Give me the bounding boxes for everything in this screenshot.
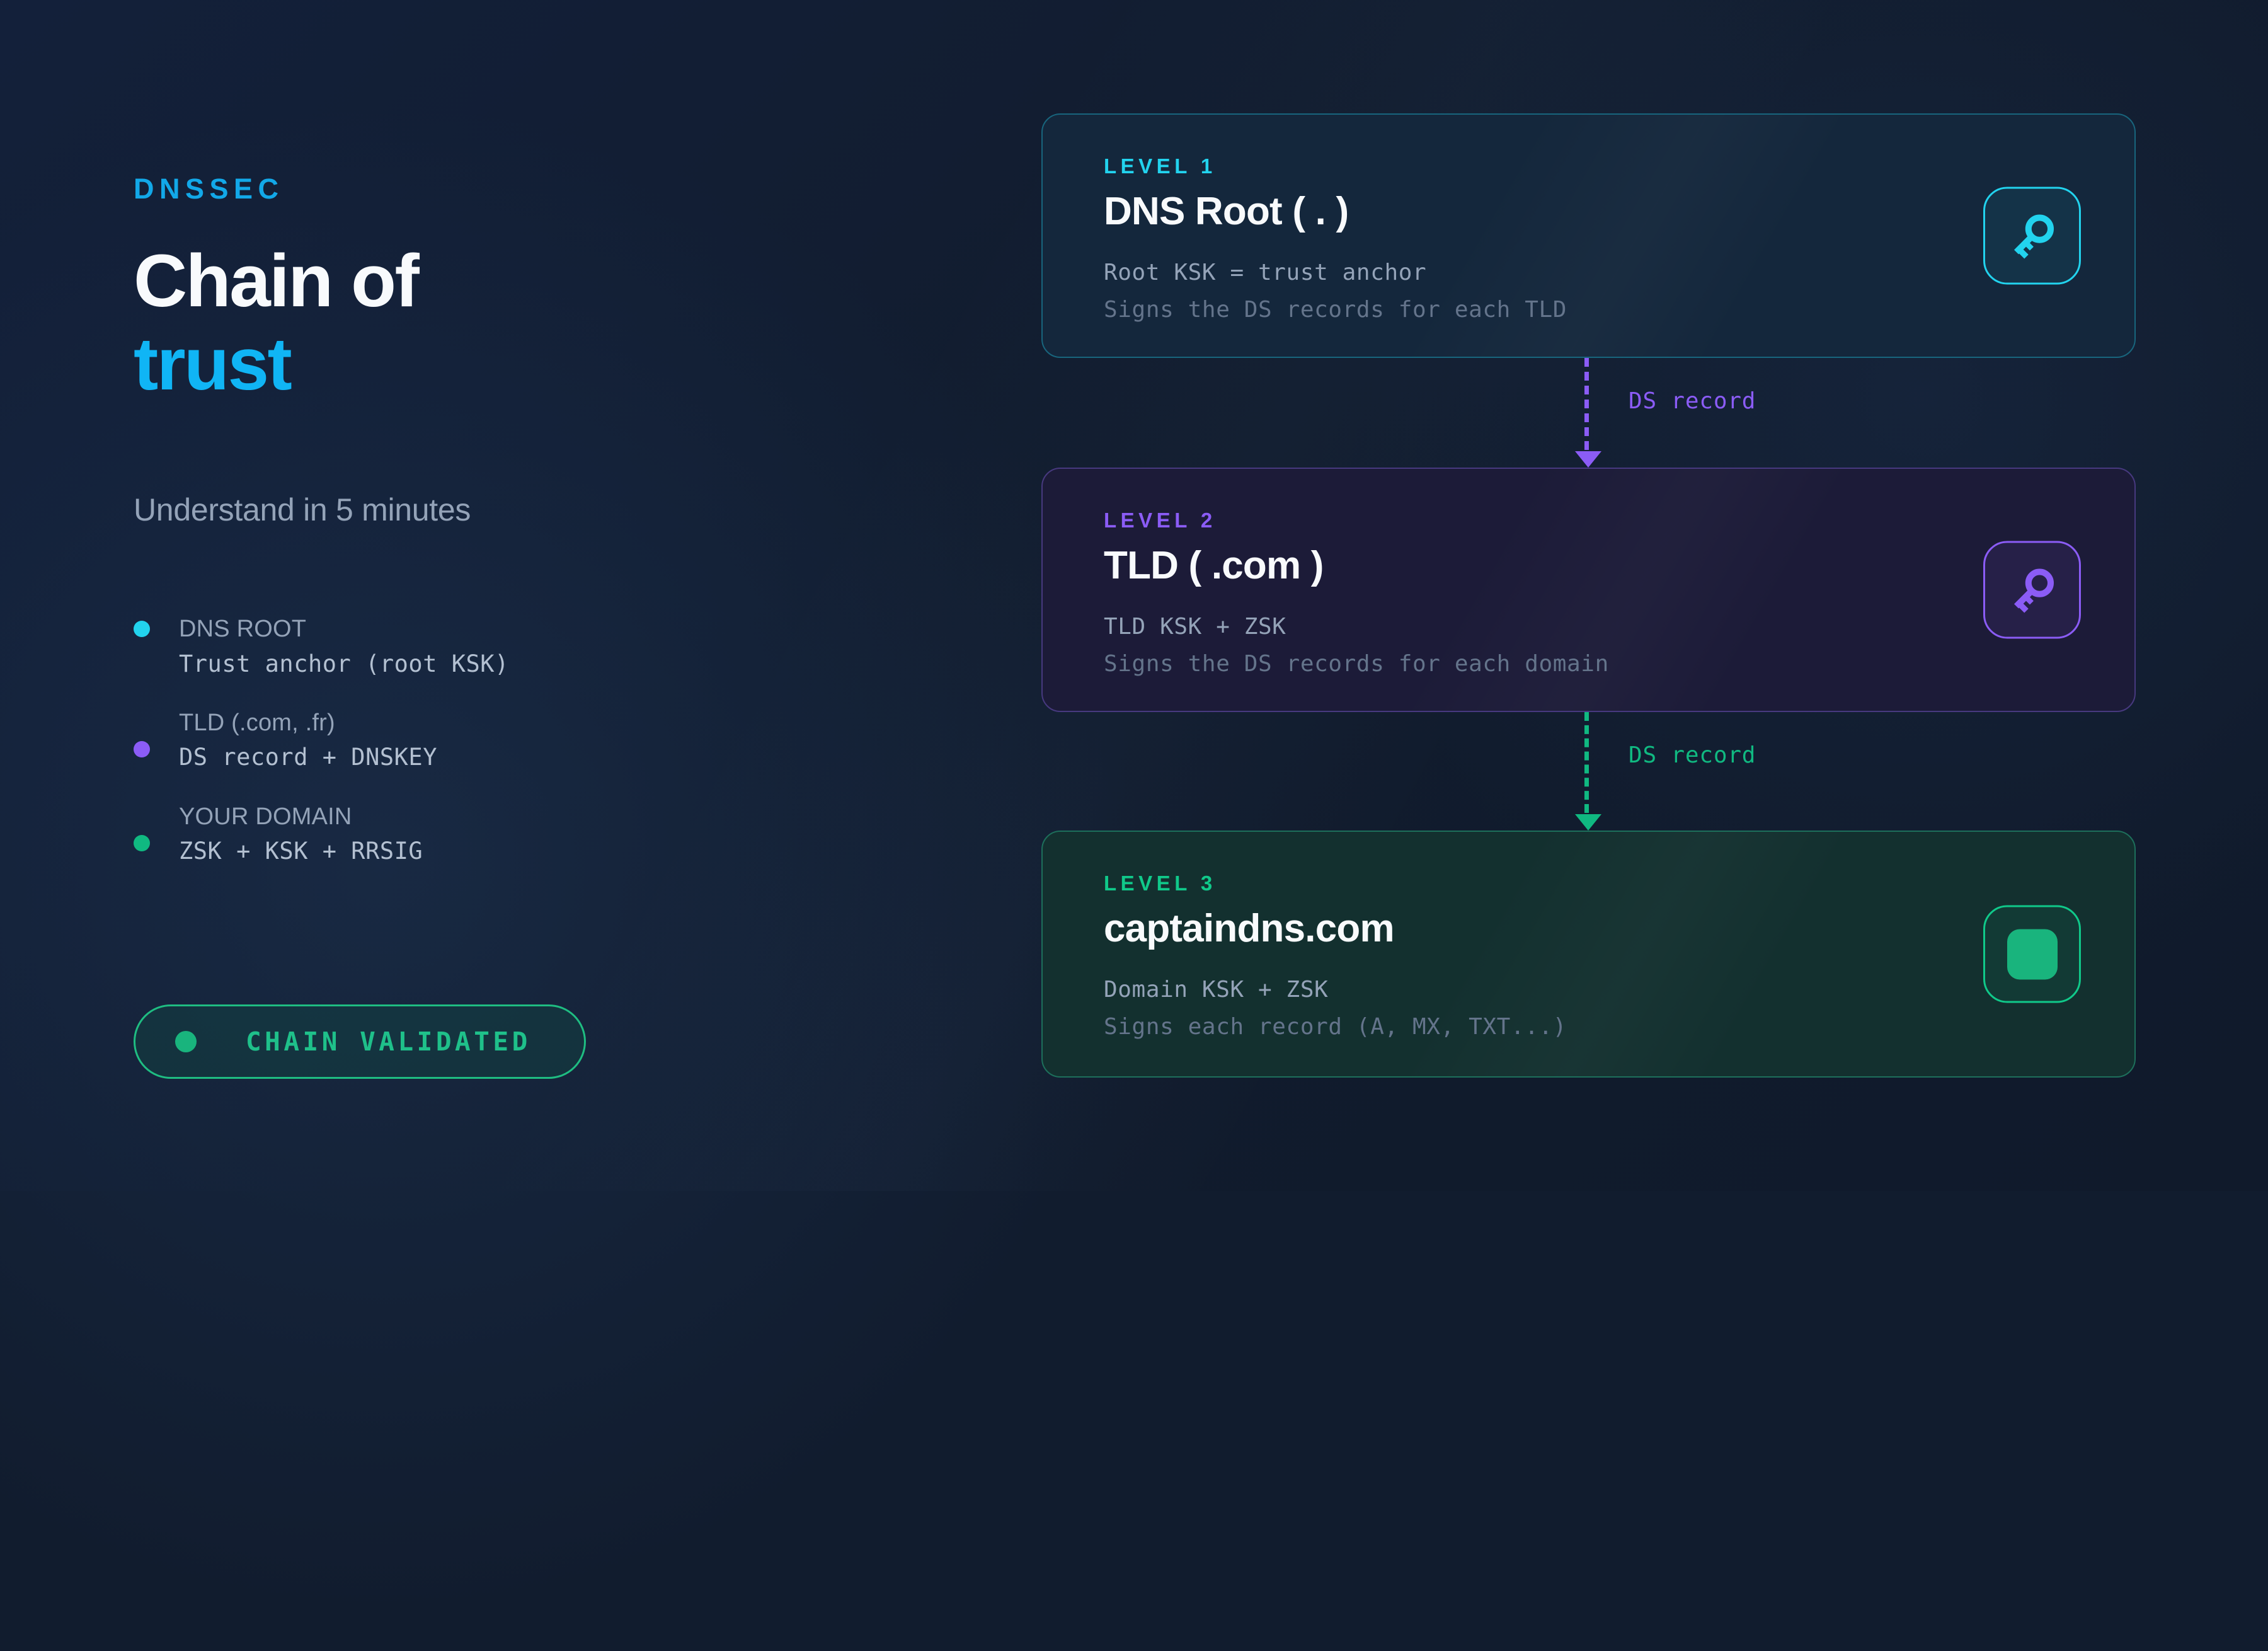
chain-connector-1: DS record: [1556, 358, 1997, 468]
chain-validated-label: CHAIN VALIDATED: [246, 1027, 531, 1057]
list-item: DNS ROOT Trust anchor (root KSK): [134, 614, 827, 678]
eyebrow-label: DNSSEC: [134, 173, 284, 205]
connector-dashed-line: [1584, 712, 1589, 813]
card-level-label: LEVEL 1: [1104, 154, 1217, 178]
card-title: DNS Root ( . ): [1104, 190, 1349, 233]
summary-list: DNS ROOT Trust anchor (root KSK) TLD (.c…: [134, 614, 827, 896]
chain-level-card-2[interactable]: LEVEL 2 TLD ( .com ) TLD KSK + ZSK Signs…: [1041, 468, 2136, 712]
bullet-dot-icon: [134, 621, 150, 637]
list-item-value: Trust anchor (root KSK): [179, 650, 509, 677]
headline-line-2: trust: [134, 323, 292, 406]
card-detail-secondary: Signs each record (A, MX, TXT...): [1104, 1014, 1567, 1040]
card-level-label: LEVEL 2: [1104, 509, 1217, 532]
bullet-dot-icon: [134, 740, 150, 757]
card-detail-primary: Root KSK = trust anchor: [1104, 260, 1427, 285]
card-detail-primary: Domain KSK + ZSK: [1104, 977, 1329, 1003]
card-detail-secondary: Signs the DS records for each domain: [1104, 651, 1609, 677]
key-icon: [2013, 214, 2054, 259]
list-item-value: DS record + DNSKEY: [179, 744, 437, 771]
card-icon-container: [1983, 905, 2081, 1003]
connector-dashed-line: [1584, 358, 1589, 450]
card-icon-container: [1983, 541, 2081, 639]
chain-level-card-1[interactable]: LEVEL 1 DNS Root ( . ) Root KSK = trust …: [1041, 113, 2136, 358]
status-dot-icon: [175, 1031, 197, 1052]
key-icon: [2013, 568, 2054, 613]
card-icon-container: [1983, 187, 2081, 285]
list-item: YOUR DOMAIN ZSK + KSK + RRSIG: [134, 802, 827, 866]
bullet-dot-icon: [134, 834, 150, 851]
connector-label: DS record: [1629, 742, 1756, 768]
page-title: Chain of trust: [134, 239, 890, 406]
card-title: TLD ( .com ): [1104, 544, 1324, 587]
shield-block-icon: [2007, 929, 2058, 979]
list-item: TLD (.com, .fr) DS record + DNSKEY: [134, 708, 827, 772]
subtitle: Understand in 5 minutes: [134, 492, 471, 527]
connector-arrow-icon: [1575, 814, 1601, 831]
chain-validated-button[interactable]: CHAIN VALIDATED: [134, 1004, 586, 1079]
infographic-stage: DNSSEC Chain of trust Understand in 5 mi…: [134, 0, 2136, 1191]
connector-arrow-icon: [1575, 451, 1601, 468]
chain-level-card-3[interactable]: LEVEL 3 captaindns.com Domain KSK + ZSK …: [1041, 831, 2136, 1078]
hero-panel: DNSSEC Chain of trust Understand in 5 mi…: [134, 0, 953, 1191]
list-item-label: TLD (.com, .fr): [179, 709, 335, 736]
card-detail-secondary: Signs the DS records for each TLD: [1104, 297, 1567, 323]
card-level-label: LEVEL 3: [1104, 872, 1217, 895]
card-detail-primary: TLD KSK + ZSK: [1104, 614, 1286, 640]
chain-connector-2: DS record: [1556, 712, 1997, 831]
list-item-label: DNS ROOT: [179, 616, 307, 642]
list-item-label: YOUR DOMAIN: [179, 803, 352, 830]
card-title: captaindns.com: [1104, 907, 1395, 950]
headline-line-1: Chain of: [134, 239, 420, 323]
connector-label: DS record: [1629, 388, 1756, 414]
list-item-value: ZSK + KSK + RRSIG: [179, 837, 423, 865]
